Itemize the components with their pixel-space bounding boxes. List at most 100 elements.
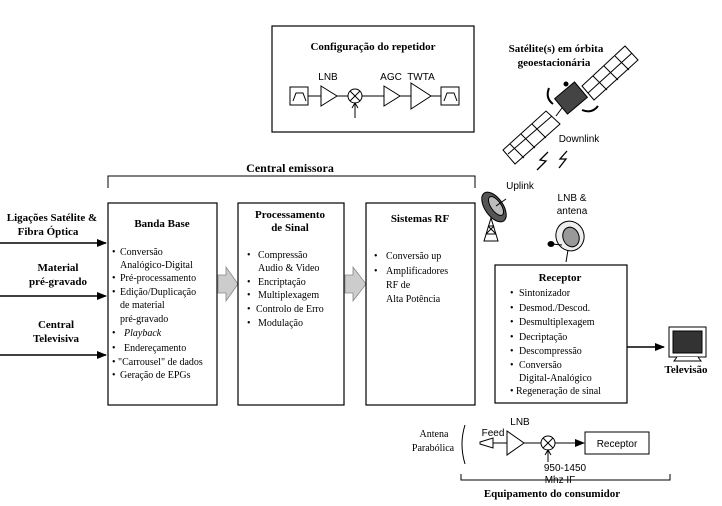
consumer-lnb-label: LNB — [510, 417, 530, 428]
input1-label-line2: Fibra Óptica — [18, 226, 79, 238]
list-item: de material — [120, 300, 165, 311]
list-item: Controlo de Erro — [256, 304, 324, 315]
list-bullet: • — [112, 343, 116, 354]
list-item: Digital-Analógico — [519, 373, 592, 384]
input3-label-line1: Central — [38, 319, 74, 331]
list-item: Desmultiplexagem — [519, 317, 595, 328]
baseband-title: Banda Base — [134, 218, 189, 230]
consumer-lnb-amplifier-icon — [506, 430, 525, 456]
list-item: Audio & Video — [258, 263, 319, 274]
list-bullet: • — [112, 370, 116, 381]
television-icon — [668, 326, 707, 362]
signal-list: • Compressão Audio & Video • Encriptação… — [247, 250, 324, 329]
list-item: Multiplexagem — [258, 290, 319, 301]
list-item: Conversão — [519, 360, 562, 371]
repeater-twta-label: TWTA — [407, 72, 435, 83]
rf-list: • Conversão up • Amplificadores RF de Al… — [374, 251, 448, 305]
list-item: "Carrousel" de dados — [118, 357, 203, 368]
consumer-antenna-line1: Antena — [420, 429, 449, 440]
list-item: Playback — [123, 328, 162, 339]
rf-systems-box — [365, 202, 476, 406]
freq-label-line1: 950-1450 — [544, 463, 587, 474]
list-item: pré-gravado — [120, 314, 168, 325]
input3-label-line2: Televisiva — [33, 333, 80, 345]
receiver-list: • Sintonizador • Desmod./Descod. • Desmu… — [510, 288, 601, 397]
list-bullet: • — [510, 317, 514, 328]
list-bullet: • — [510, 346, 514, 357]
downlink-label: Downlink — [559, 134, 601, 145]
list-bullet: • — [374, 251, 378, 262]
list-item: Geração de EPGs — [120, 370, 191, 381]
receiver-box — [494, 264, 628, 404]
signal-title-line1: Processamento — [255, 209, 326, 221]
repeater-lnb-label: LNB — [318, 72, 338, 83]
list-item: Encriptação — [258, 277, 306, 288]
central-emissora-title: Central emissora — [246, 161, 334, 175]
lnb-amplifier-icon — [320, 85, 338, 107]
list-item: Alta Potência — [386, 294, 441, 305]
list-bullet: • — [510, 360, 514, 371]
list-item: Compressão — [258, 250, 307, 261]
list-item: Amplificadores — [386, 266, 448, 277]
satellite-label-line1: Satélite(s) em órbita — [509, 43, 604, 55]
twta-amplifier-icon — [410, 82, 432, 110]
list-bullet: • — [510, 332, 514, 343]
list-item: Endereçamento — [124, 343, 186, 354]
list-bullet: • — [247, 277, 251, 288]
repeater-agc-label: AGC — [380, 72, 402, 83]
list-bullet: • — [247, 318, 251, 329]
downlink-signal-icon — [558, 150, 568, 169]
list-bullet: • — [510, 386, 514, 397]
baseband-list: • Conversão Analógico-Digital • Pré-proc… — [112, 247, 203, 381]
rf-title: Sistemas RF — [391, 213, 450, 225]
list-item: Sintonizador — [519, 288, 571, 299]
lnb-antenna-label-line2: antena — [557, 206, 588, 217]
feed-horn-icon — [479, 437, 494, 449]
consumer-receiver-box — [584, 431, 650, 455]
list-item: Descompressão — [519, 346, 582, 357]
list-bullet: • — [247, 290, 251, 301]
list-bullet: • — [510, 288, 514, 299]
list-bullet: • — [510, 303, 514, 314]
consumer-receiver-label: Receptor — [597, 439, 638, 450]
list-bullet: • — [112, 273, 116, 284]
consumer-bracket — [460, 474, 671, 481]
list-item: RF de — [386, 280, 411, 291]
list-item: Edição/Duplicação — [120, 287, 196, 298]
uplink-dish-icon — [481, 191, 507, 242]
list-bullet: • — [112, 287, 116, 298]
baseband-box — [107, 202, 218, 406]
list-item: Decriptação — [519, 332, 567, 343]
list-bullet: • — [247, 304, 251, 315]
block-arrow-baseband-to-signal — [217, 265, 239, 303]
list-item: Conversão up — [386, 251, 441, 262]
agc-amplifier-icon — [383, 85, 401, 107]
satellite-label-line2: geoestacionária — [518, 57, 591, 69]
repeater-title: Configuração do repetidor — [310, 41, 435, 53]
consumer-mixer-icon — [540, 435, 556, 462]
consumer-title: Equipamento do consumidor — [484, 488, 620, 500]
list-item: Pré-processamento — [120, 273, 196, 284]
list-bullet: • — [112, 357, 116, 368]
list-item: Desmod./Descod. — [519, 303, 590, 314]
home-dish-icon — [547, 220, 585, 263]
bandpass-filter-out-icon — [440, 86, 460, 106]
list-item: Regeneração de sinal — [516, 386, 601, 397]
consumer-antenna-line2: Parabólica — [412, 443, 455, 454]
list-item: Modulação — [258, 318, 303, 329]
signal-title-line2: de Sinal — [271, 222, 309, 234]
list-bullet: • — [112, 328, 116, 339]
uplink-signal-icon — [536, 151, 549, 171]
list-item: Conversão — [120, 247, 163, 258]
receiver-title: Receptor — [539, 272, 582, 284]
input2-label-line1: Material — [38, 262, 79, 274]
list-item: Analógico-Digital — [120, 260, 193, 271]
satellite-icon — [502, 45, 639, 165]
central-emissora-bracket — [107, 175, 476, 188]
uplink-label: Uplink — [506, 181, 535, 192]
repeater-box — [271, 25, 475, 133]
television-label: Televisão — [665, 364, 708, 376]
block-arrow-signal-to-rf — [344, 265, 367, 303]
lnb-antenna-label-line1: LNB & — [558, 193, 587, 204]
